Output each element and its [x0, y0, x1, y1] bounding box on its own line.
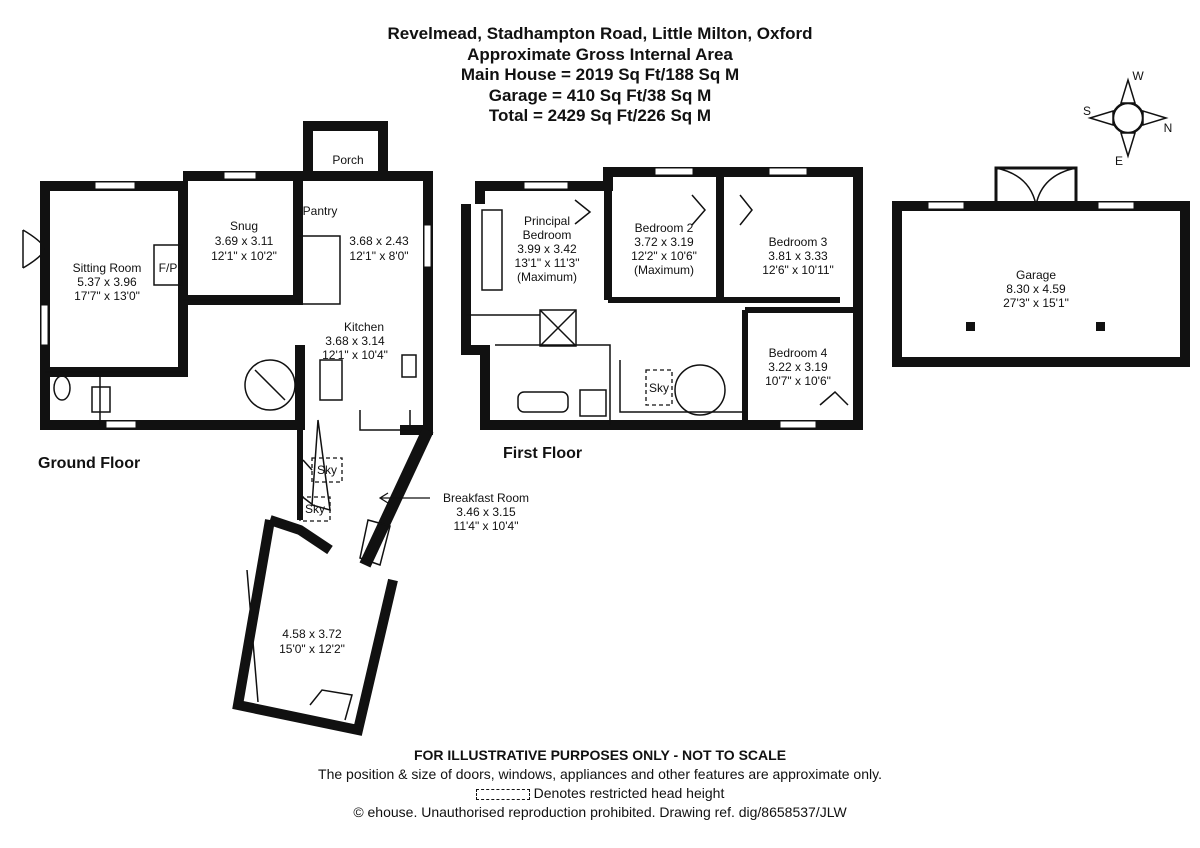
- room-sitting: Sitting Room 5.37 x 3.96 17'7" x 13'0": [73, 261, 142, 303]
- svg-text:Bedroom 4: Bedroom 4: [769, 346, 828, 360]
- svg-text:3.81 x 3.33: 3.81 x 3.33: [768, 249, 828, 263]
- room-garden: 4.58 x 3.72 15'0" x 12'2": [279, 627, 345, 656]
- svg-text:Garage: Garage: [1016, 268, 1056, 282]
- sky-label-3: Sky: [649, 381, 669, 395]
- svg-text:12'1" x 8'0": 12'1" x 8'0": [349, 249, 408, 263]
- svg-text:(Maximum): (Maximum): [517, 270, 577, 284]
- room-principal: Principal Bedroom 3.99 x 3.42 13'1" x 11…: [515, 214, 580, 284]
- sky-label-1: Sky: [317, 463, 337, 477]
- svg-text:5.37 x 3.96: 5.37 x 3.96: [77, 275, 137, 289]
- svg-text:3.72 x 3.19: 3.72 x 3.19: [634, 235, 694, 249]
- garage-area: Garage = 410 Sq Ft/38 Sq M: [488, 85, 712, 105]
- garage-walls: [892, 166, 1190, 367]
- svg-text:15'0" x 12'2": 15'0" x 12'2": [279, 642, 345, 656]
- svg-text:3.99 x 3.42: 3.99 x 3.42: [517, 242, 577, 256]
- room-garage: Garage 8.30 x 4.59 27'3" x 15'1": [1003, 268, 1069, 310]
- ground-floor-label: Ground Floor: [38, 455, 141, 472]
- svg-text:Breakfast Room: Breakfast Room: [443, 491, 529, 505]
- svg-text:10'7" x 10'6": 10'7" x 10'6": [765, 374, 831, 388]
- svg-text:3.69 x 3.11: 3.69 x 3.11: [215, 234, 274, 248]
- garage-fixtures: [966, 322, 1105, 331]
- disclaimer-heading: FOR ILLUSTRATIVE PURPOSES ONLY - NOT TO …: [413, 747, 787, 763]
- svg-text:Bedroom: Bedroom: [523, 228, 572, 242]
- restricted-head-height: [299, 369, 673, 522]
- first-floor-inner-lines: [466, 194, 849, 425]
- room-bed2: Bedroom 2 3.72 x 3.19 12'2" x 10'6" (Max…: [631, 221, 697, 277]
- plan-header: Revelmead, Stadhampton Road, Little Milt…: [0, 24, 1200, 127]
- svg-text:12'1" x 10'2": 12'1" x 10'2": [211, 249, 277, 263]
- svg-text:Kitchen: Kitchen: [344, 320, 384, 334]
- pantry-label: Pantry: [303, 204, 338, 218]
- svg-text:13'1" x 11'3": 13'1" x 11'3": [515, 256, 580, 270]
- copyright-text: © ehouse. Unauthorised reproduction proh…: [353, 804, 847, 820]
- svg-text:Bedroom 2: Bedroom 2: [635, 221, 694, 235]
- svg-text:3.46 x 3.15: 3.46 x 3.15: [456, 505, 516, 519]
- porch-label: Porch: [332, 153, 363, 167]
- compass-w-label: W: [1132, 69, 1144, 83]
- legend-restricted-text: Denotes restricted head height: [533, 785, 725, 801]
- svg-text:4.58 x 3.72: 4.58 x 3.72: [282, 627, 342, 641]
- sky-label-2: Sky: [305, 502, 325, 516]
- svg-text:3.22 x 3.19: 3.22 x 3.19: [768, 360, 828, 374]
- svg-text:3.68 x 3.14: 3.68 x 3.14: [325, 334, 385, 348]
- svg-text:12'6" x 10'11": 12'6" x 10'11": [762, 263, 834, 277]
- svg-text:8.30 x 4.59: 8.30 x 4.59: [1006, 282, 1066, 296]
- room-snug: Snug 3.69 x 3.11 12'1" x 10'2": [211, 219, 277, 263]
- svg-text:12'2" x 10'6": 12'2" x 10'6": [631, 249, 697, 263]
- room-breakfast: Breakfast Room 3.46 x 3.15 11'4" x 10'4": [443, 491, 529, 533]
- svg-text:11'4" x 10'4": 11'4" x 10'4": [454, 519, 519, 533]
- property-address: Revelmead, Stadhampton Road, Little Milt…: [387, 24, 813, 43]
- fireplace-label: F/P: [159, 261, 178, 275]
- legend-restricted: Denotes restricted head height: [0, 784, 1200, 803]
- first-floor-label: First Floor: [503, 445, 583, 462]
- svg-text:Snug: Snug: [230, 219, 258, 233]
- room-utility: 3.68 x 2.43 12'1" x 8'0": [349, 234, 409, 263]
- breakfast-pointer: [378, 492, 430, 504]
- svg-text:(Maximum): (Maximum): [634, 263, 694, 277]
- room-bed3: Bedroom 3 3.81 x 3.33 12'6" x 10'11": [762, 235, 834, 277]
- area-subtitle: Approximate Gross Internal Area: [467, 44, 733, 64]
- svg-text:Principal: Principal: [524, 214, 570, 228]
- dashed-box-icon: [475, 788, 530, 800]
- svg-text:17'7" x 13'0": 17'7" x 13'0": [74, 289, 140, 303]
- compass-n-label: N: [1164, 121, 1173, 135]
- compass-icon: [1087, 77, 1169, 159]
- room-kitchen: Kitchen 3.68 x 3.14 12'1" x 10'4": [322, 320, 388, 362]
- svg-text:27'3" x 15'1": 27'3" x 15'1": [1003, 296, 1069, 310]
- disclaimer-text: The position & size of doors, windows, a…: [318, 766, 882, 782]
- ground-floor-walls: [40, 121, 434, 736]
- plan-footer: FOR ILLUSTRATIVE PURPOSES ONLY - NOT TO …: [0, 746, 1200, 822]
- main-house-area: Main House = 2019 Sq Ft/188 Sq M: [460, 65, 740, 84]
- total-area: Total = 2429 Sq Ft/226 Sq M: [488, 106, 712, 125]
- compass-s-label: S: [1083, 104, 1091, 118]
- svg-text:3.68 x 2.43: 3.68 x 2.43: [349, 234, 409, 248]
- room-bed4: Bedroom 4 3.22 x 3.19 10'7" x 10'6": [765, 346, 831, 388]
- windows: [40, 167, 1135, 429]
- svg-text:Bedroom 3: Bedroom 3: [769, 235, 828, 249]
- svg-text:12'1" x 10'4": 12'1" x 10'4": [322, 348, 388, 362]
- svg-text:Sitting Room: Sitting Room: [73, 261, 142, 275]
- ground-floor-inner-lines: [22, 229, 417, 721]
- compass-e-label: E: [1115, 154, 1123, 168]
